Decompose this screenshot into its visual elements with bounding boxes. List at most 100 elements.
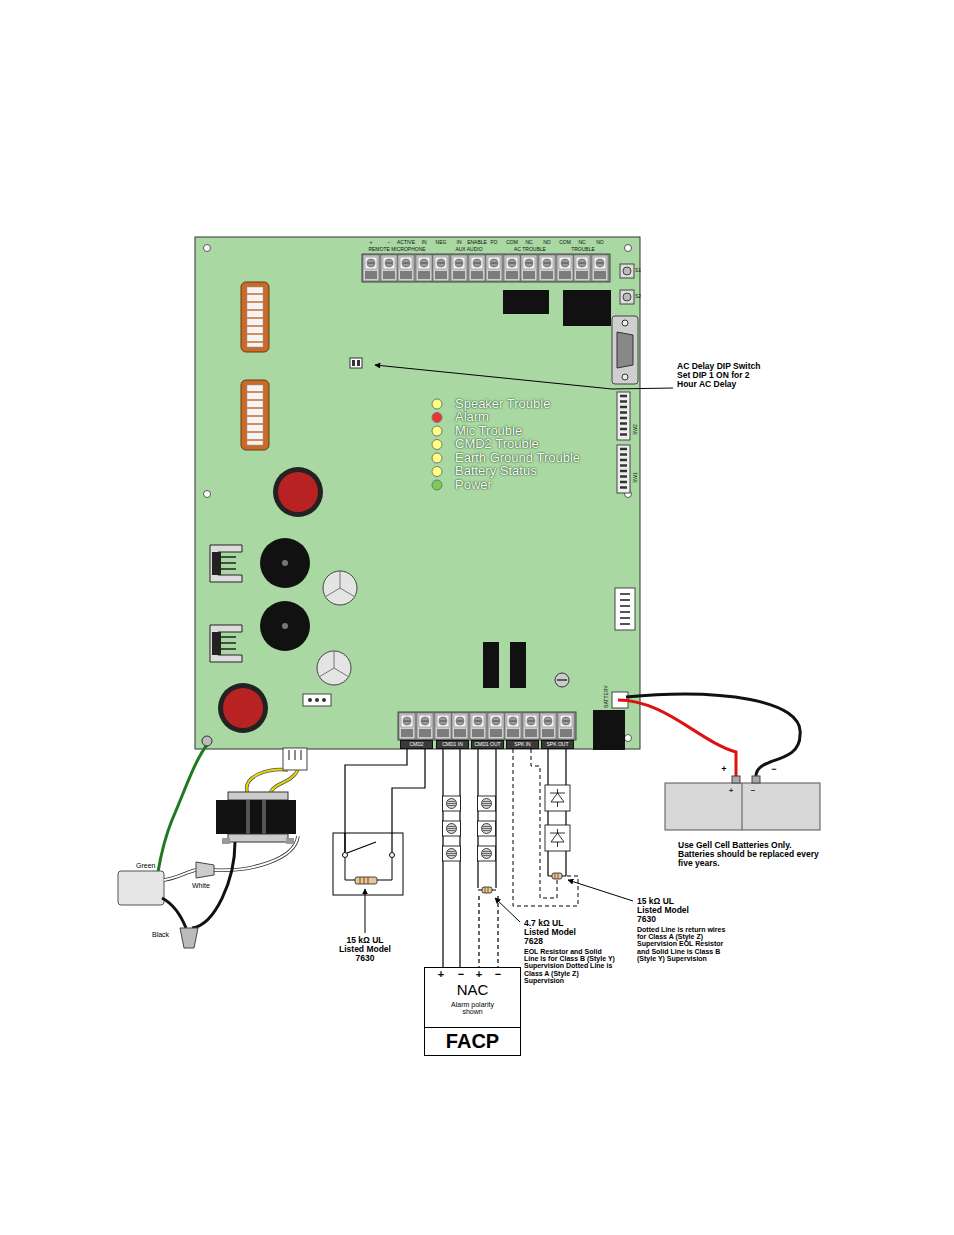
relay [503, 290, 549, 314]
cmd2-wiring [390, 853, 395, 858]
transformer [228, 834, 288, 842]
top-terminal-block [433, 255, 449, 281]
led [432, 399, 442, 490]
eol-resistor [485, 887, 488, 893]
power-component [510, 642, 526, 688]
polarity-sign: − [769, 765, 779, 774]
speaker-wiring [555, 873, 558, 879]
led [432, 480, 442, 490]
wire-color-label: White [192, 882, 210, 889]
heatsink-regulator [210, 545, 242, 662]
circuit-board [204, 491, 211, 498]
terminal-tag: CMD1 IN [436, 740, 469, 749]
terminal-group-name: AUX AUDIO [447, 247, 491, 252]
battery-note: Use Gell Cell Batteries Only. Batteries … [678, 841, 820, 868]
cmd2-wiring [344, 833, 345, 852]
notification-device [478, 846, 496, 861]
speaker-wiring [545, 825, 570, 851]
transformer [216, 792, 296, 844]
board-connector [620, 594, 630, 624]
led [432, 453, 442, 463]
connector-name: BATTERY [603, 686, 608, 709]
transformer [262, 800, 266, 834]
buzzer [260, 538, 310, 588]
db9-connector [622, 320, 628, 326]
bottom-terminal-block [452, 713, 468, 739]
transformer [222, 838, 230, 844]
led [432, 440, 442, 450]
top-terminal-block [469, 255, 485, 281]
transformer [286, 838, 294, 844]
dip-switch [617, 445, 630, 493]
terminal-name: SPK OUT [547, 742, 569, 747]
terminal-pin-name: IN [448, 240, 470, 245]
circuit-board [625, 245, 632, 252]
dip-switch [617, 392, 630, 440]
supervision-note: EOL Resistor and Solid Line is for Class… [524, 948, 616, 985]
wire [495, 749, 496, 888]
db9-connector [617, 332, 633, 368]
ac-power-wiring [192, 842, 235, 928]
resistor-spec: 15 kΩ UL Listed Model 7630 [637, 897, 695, 924]
capacitor [317, 571, 357, 685]
leader-arrow [495, 898, 520, 922]
push-button [620, 264, 634, 278]
ac-power-wiring [164, 870, 196, 880]
bottom-terminal-block [417, 713, 433, 739]
electrolytic-capacitor [218, 683, 268, 733]
bottom-terminal-block [399, 713, 415, 739]
dip-switch [357, 360, 360, 366]
heatsink-regulator [221, 637, 236, 649]
electrolytic-capacitor [223, 688, 263, 728]
ac-power-wiring [180, 928, 198, 948]
notification-device [478, 821, 496, 836]
speaker-wiring [548, 749, 566, 876]
top-terminal-block [451, 255, 467, 281]
db9-connector [612, 316, 638, 384]
push-button [620, 264, 634, 304]
terminal-group-name: REMOTE MICROPHONE [367, 247, 427, 252]
ac-power-wiring [270, 770, 298, 795]
notification-device [443, 796, 496, 861]
panel-name: FACP [425, 1027, 520, 1055]
power-component [593, 710, 625, 750]
top-terminal-block [416, 255, 432, 281]
top-terminal-block [557, 255, 573, 281]
power-component [483, 642, 499, 688]
relay [563, 290, 611, 326]
terminal-tag: SPK OUT [541, 740, 574, 749]
terminal-pin-name: IN [413, 240, 435, 245]
heatsink-regulator [210, 625, 242, 662]
switch-name: S2 [635, 294, 641, 299]
battery [732, 776, 740, 783]
switch-name: SW1 [632, 473, 637, 484]
cmd2-wiring [343, 853, 348, 858]
power-component [483, 642, 625, 750]
top-terminal-block [521, 255, 537, 281]
terminal-group-name: TROUBLE [563, 247, 603, 252]
speaker-wiring [552, 873, 562, 879]
speaker-wiring [545, 785, 570, 811]
notification-device [443, 846, 461, 861]
heatsink-regulator [221, 557, 236, 569]
power-component [557, 679, 567, 681]
bottom-terminal-block [523, 713, 539, 739]
led-label: Mic Trouble [455, 424, 522, 438]
terminal-tag: CMD1 OUT [471, 740, 504, 749]
capacitor [317, 651, 351, 685]
callout-note: AC Delay DIP Switch Set DIP 1 ON for 2 H… [677, 362, 771, 389]
transformer [228, 792, 288, 800]
polarity-sign: − [748, 787, 758, 795]
ac-power-wiring [283, 748, 307, 770]
electrolytic-capacitor [218, 467, 323, 733]
cmd2-wiring [360, 877, 368, 884]
terminal-pin-name: NEG [430, 240, 452, 245]
battery [742, 783, 743, 830]
electrolytic-capacitor [278, 472, 318, 512]
buzzer [282, 623, 288, 629]
transformer [216, 800, 296, 834]
led-label: CMD2 Trouble [455, 437, 539, 451]
bottom-terminal-block [398, 712, 576, 740]
top-terminal-block [592, 255, 608, 281]
top-terminal-block [362, 254, 610, 282]
